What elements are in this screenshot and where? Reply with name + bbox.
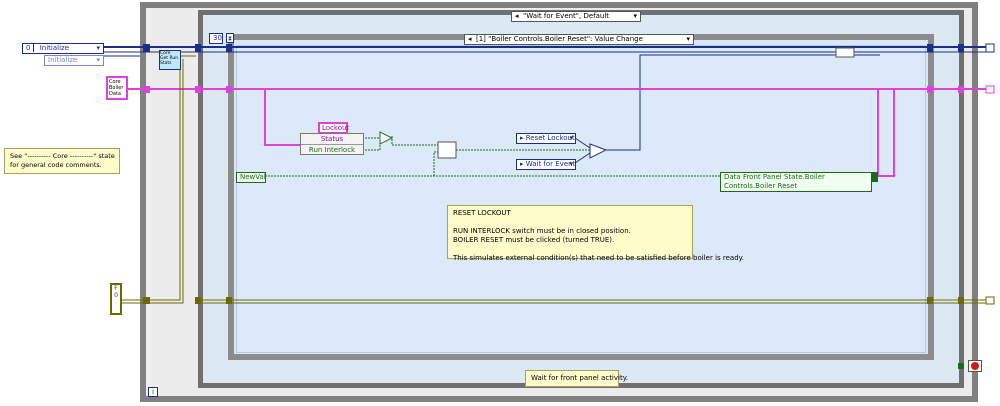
chevron-left-icon: ◂ xyxy=(468,35,472,43)
stop-tunnel xyxy=(958,363,964,369)
case-selector[interactable]: ◂ "Wait for Event", Default ▾ xyxy=(511,11,641,22)
chevron-down-icon: ▾ xyxy=(569,160,573,168)
timeout-constant[interactable]: 30 xyxy=(209,33,223,44)
hourglass-icon: ⧗ xyxy=(226,33,234,43)
enum-icon: ▸ xyxy=(520,134,526,142)
initialize-enum-constant-2[interactable]: Initialize ▾ xyxy=(44,55,104,66)
left-number-constant: 0 xyxy=(26,44,35,52)
initialize-enum-constant[interactable]: 0 Initialize ▾ xyxy=(22,43,104,54)
reset-lockout-enum[interactable]: ▸ Reset Lockout ▾ xyxy=(516,133,576,144)
event-selector[interactable]: ◂ [1] "Boiler Controls.Boiler Reset": Va… xyxy=(464,34,694,45)
left-comment: See "---------- Core ----------" state f… xyxy=(4,148,120,174)
wait-for-event-enum[interactable]: ▸ Wait for Event ▾ xyxy=(516,159,576,170)
status-element: Status xyxy=(301,134,363,145)
property-node-terminal xyxy=(872,172,878,182)
chevron-left-icon: ◂ xyxy=(515,12,519,20)
chevron-down-icon: ▾ xyxy=(569,134,573,142)
newval-terminal[interactable]: NewVal xyxy=(236,172,266,183)
stop-terminal[interactable] xyxy=(968,360,982,372)
run-interlock-element: Run Interlock xyxy=(308,146,356,154)
core-get-run-stats-subvi[interactable]: Core Get Run Stats xyxy=(159,50,181,70)
stop-icon xyxy=(971,362,979,370)
loop-iteration-terminal: i xyxy=(148,387,158,397)
boolean-cluster-constant[interactable]: F 0 xyxy=(110,283,122,315)
chevron-down-icon: ▾ xyxy=(633,12,637,20)
bottom-caption: Wait for front panel activity. xyxy=(525,370,628,387)
event-structure-diagram xyxy=(236,45,926,353)
property-node[interactable]: Data Front Panel State.Boiler Controls.B… xyxy=(720,172,872,192)
enum-icon: ▸ xyxy=(520,160,526,168)
unbundle-by-name-node[interactable]: Status Run Interlock xyxy=(300,133,364,155)
chevron-down-icon: ▾ xyxy=(686,35,690,43)
reset-lockout-note: RESET LOCKOUT RUN INTERLOCK switch must … xyxy=(447,205,744,262)
chevron-down-icon: ▾ xyxy=(96,56,100,64)
core-boiler-data-cluster[interactable]: Core Boiler Data xyxy=(106,76,128,100)
chevron-down-icon: ▾ xyxy=(96,44,100,52)
